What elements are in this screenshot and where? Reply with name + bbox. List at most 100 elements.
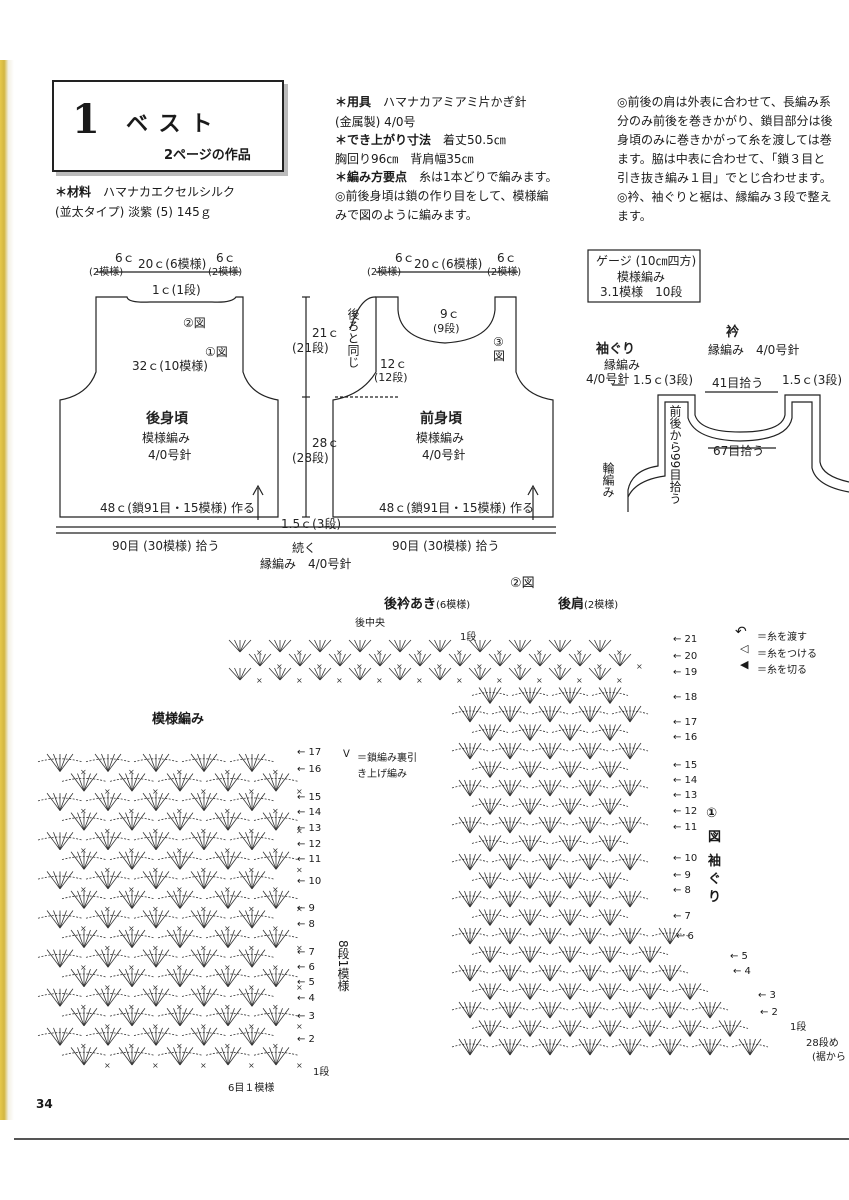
- stitch-mark: [569, 983, 582, 1000]
- sleeve-needle: 4/0号針: [586, 371, 629, 386]
- stitch-mark: [262, 929, 277, 948]
- stitch-mark: [83, 929, 98, 948]
- stitch-mark: [504, 927, 511, 945]
- stitch-mark: [197, 1027, 205, 1046]
- stitch-mark: [484, 983, 491, 1000]
- fig2-shoulder-text: 後肩: [558, 597, 585, 612]
- stitch-mark: [101, 871, 109, 890]
- chain-arc: [229, 758, 275, 763]
- stitch-mark: [388, 639, 401, 653]
- stitch-mark: [53, 949, 61, 968]
- stitch-mark: [558, 687, 571, 704]
- sc-mark: ×: [176, 807, 183, 816]
- stitch-mark: [489, 946, 496, 963]
- stitch-mark: [107, 949, 122, 968]
- chain-arc: [205, 777, 251, 782]
- stitch-mark: [649, 946, 662, 963]
- title-box: 1 ベスト 2ページの作品: [52, 80, 284, 172]
- stitch-mark: [131, 968, 146, 987]
- chain-arc: [157, 934, 203, 939]
- stitch-mark: [538, 705, 551, 723]
- stitch-mark: [564, 983, 571, 1000]
- materials-detail: (並太タイプ) 淡紫 (5) 145ｇ: [55, 205, 212, 219]
- sc-mark: ×: [152, 826, 159, 835]
- pattern-row-label: ← 8: [297, 919, 315, 930]
- pattern-chart: ××××××××××××××××××××××××××××××××××××××××…: [37, 753, 303, 1070]
- chain-arc: [157, 856, 203, 860]
- stitch-mark: [464, 816, 471, 834]
- sc-mark: ×: [152, 905, 159, 914]
- stitch-mark: [549, 964, 562, 982]
- stitch-mark: [131, 1008, 139, 1027]
- stitch-mark: [179, 968, 194, 987]
- stitch-mark: [107, 832, 115, 850]
- stitch-mark: [262, 773, 277, 792]
- stitch-mark: [53, 988, 61, 1007]
- stitch-mark: [548, 667, 561, 681]
- stitch-mark: [131, 890, 139, 909]
- stitch-mark: [439, 639, 446, 653]
- stitch-mark: [275, 812, 290, 831]
- chain-arc: [109, 973, 155, 978]
- sc-mark: ×: [248, 905, 255, 914]
- stitch-mark: [518, 983, 531, 1000]
- stitch-mark: [569, 909, 576, 926]
- front-drop: 12ｃ: [380, 357, 407, 371]
- stitch-mark: [524, 1020, 531, 1037]
- stitch-mark: [107, 753, 115, 772]
- stitch-mark: [227, 773, 235, 792]
- sc-mark: ×: [296, 676, 303, 685]
- stitch-mark: [584, 1001, 591, 1019]
- stitch-mark: [504, 779, 511, 797]
- stitch-mark: [644, 983, 651, 1000]
- stitch-mark: [589, 964, 602, 982]
- stitch-mark: [179, 1008, 194, 1027]
- stitch-mark: [509, 816, 516, 834]
- chain-arc: [471, 951, 509, 955]
- chain-arc: [611, 784, 649, 789]
- stitch-mark: [179, 1047, 194, 1066]
- stitch-mark: [749, 1038, 756, 1056]
- stitch-mark: [131, 969, 139, 987]
- stitch-mark: [524, 946, 531, 963]
- chain-arc: [471, 692, 509, 696]
- stitch-mark: [469, 890, 482, 908]
- stitch-mark: [598, 761, 611, 778]
- stitch-mark: [149, 949, 157, 968]
- stitch-mark: [83, 773, 98, 792]
- stitch-mark: [142, 871, 157, 890]
- stitch-mark: [59, 831, 74, 851]
- stitch-mark: [584, 705, 591, 723]
- stitch-mark: [203, 871, 211, 890]
- stitch-mark: [251, 792, 259, 811]
- tools-label: ＊用具: [335, 95, 372, 109]
- stitch-mark: [197, 792, 205, 811]
- sc-mark: ×: [248, 1061, 255, 1070]
- chain-arc: [181, 1032, 227, 1037]
- stitch-mark: [524, 909, 531, 926]
- stitch-mark: [131, 773, 146, 792]
- stitch-mark: [262, 851, 277, 870]
- stitch-mark: [190, 988, 205, 1007]
- stitch-mark: [70, 968, 85, 987]
- stitch-mark: [624, 742, 631, 760]
- stitch-mark: [149, 1027, 157, 1046]
- stitch-mark: [729, 1020, 736, 1037]
- stitch-mark: [179, 1047, 187, 1066]
- stitch-mark: [83, 969, 91, 987]
- size-text: 着丈50.5㎝: [443, 133, 506, 147]
- stitch-mark: [598, 983, 611, 1000]
- stitch-mark: [203, 792, 218, 811]
- stitch-mark: [269, 1047, 277, 1066]
- sc-mark: ×: [224, 885, 231, 894]
- stitch-mark: [549, 779, 556, 797]
- fig2-center: 後中央: [355, 618, 385, 629]
- stitch-mark: [624, 964, 631, 982]
- stitch-mark: [478, 724, 491, 741]
- chain-arc: [37, 914, 83, 919]
- chain-arc: [205, 1051, 251, 1056]
- stitch-mark: [434, 639, 441, 653]
- stitch-mark: [604, 687, 611, 704]
- stitch-mark: [155, 831, 170, 851]
- stitch-mark: [508, 639, 521, 653]
